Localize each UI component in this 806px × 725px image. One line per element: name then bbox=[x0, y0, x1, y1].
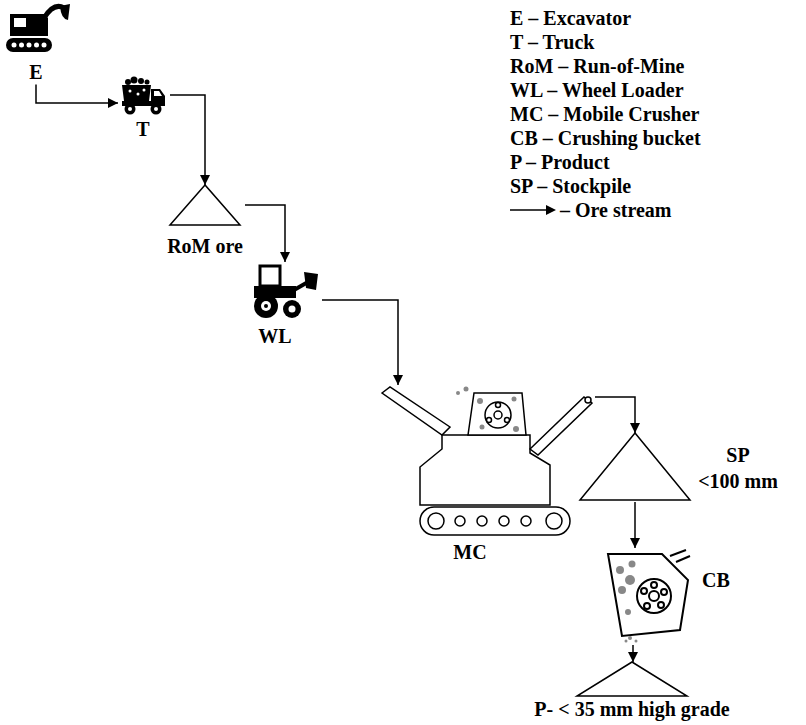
crushing-bucket-icon bbox=[608, 550, 690, 643]
product-node: P- < 35 mm high grade bbox=[520, 662, 745, 722]
ore-stream-arrow bbox=[634, 502, 636, 548]
node-label: P- < 35 mm high grade bbox=[534, 698, 729, 721]
key-entry: WL – Wheel Loader bbox=[510, 78, 684, 102]
node-label: T bbox=[136, 118, 149, 141]
crushing-bucket-node: CB bbox=[600, 548, 745, 645]
node-label: E bbox=[29, 61, 42, 84]
rom-pile bbox=[170, 185, 240, 225]
key-entry: SP – Stockpile bbox=[510, 174, 631, 198]
truck-node: T bbox=[118, 72, 170, 142]
product-pile bbox=[577, 662, 687, 696]
legend-entry: – Ore stream bbox=[510, 198, 671, 222]
node-label: <100 mm bbox=[698, 470, 778, 493]
wheel-loader-icon bbox=[254, 266, 318, 318]
key-entry: CB – Crushing bucket bbox=[510, 126, 701, 150]
legend-arrow bbox=[510, 204, 556, 216]
wheel-loader-node: WL bbox=[248, 262, 322, 349]
node-label: MC bbox=[453, 541, 486, 564]
mobile-crusher-icon bbox=[382, 387, 592, 536]
key-entry: P – Product bbox=[510, 150, 610, 174]
rom-pile-node: RoM ore bbox=[165, 185, 245, 259]
stockpile-node: SP <100 mm bbox=[578, 433, 784, 502]
node-label: WL bbox=[258, 325, 291, 348]
key-entry: RoM – Run-of-Mine bbox=[510, 54, 684, 78]
legend-text: – Ore stream bbox=[560, 198, 671, 222]
excavator-icon bbox=[6, 4, 70, 52]
key-entry: T – Truck bbox=[510, 30, 594, 54]
ore-stream-arrow bbox=[245, 205, 285, 262]
ore-stream-arrow bbox=[36, 85, 118, 104]
ore-stream-arrow bbox=[595, 397, 635, 433]
ore-stream-arrow bbox=[322, 300, 398, 385]
key-entry: E – Excavator bbox=[510, 6, 631, 30]
ore-stream-arrow bbox=[170, 95, 205, 185]
excavator-node: E bbox=[0, 0, 72, 85]
node-label: CB bbox=[702, 569, 730, 592]
mobile-crusher-node: MC bbox=[380, 385, 595, 565]
key-entry: MC – Mobile Crusher bbox=[510, 102, 699, 126]
ore-stream-arrow bbox=[632, 645, 634, 662]
truck-icon bbox=[122, 77, 165, 115]
stockpile bbox=[580, 433, 690, 500]
node-label: SP bbox=[726, 444, 749, 467]
node-label: RoM ore bbox=[167, 235, 243, 258]
